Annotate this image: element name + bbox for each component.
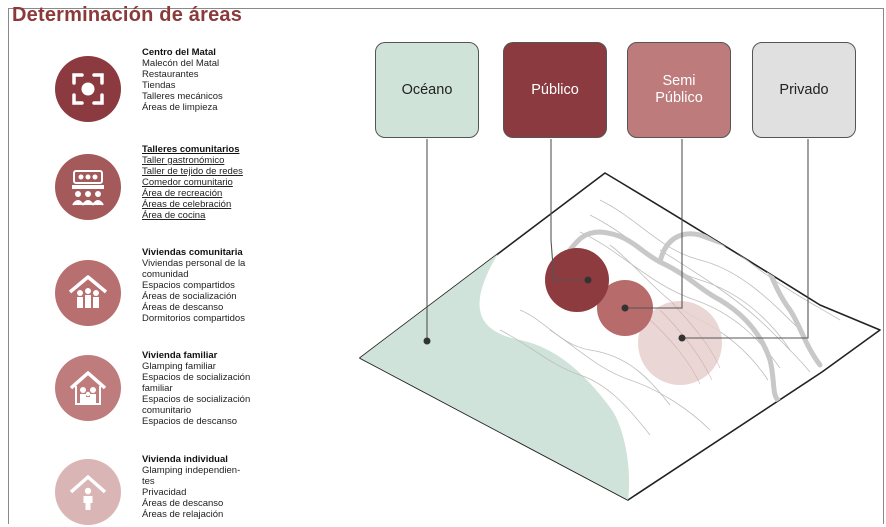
category-box-publico: Público [503, 42, 607, 138]
zone-item: comunitario [142, 405, 192, 416]
category-label: Semi Público [655, 73, 703, 106]
zone-item: Comedor comunitario [142, 177, 233, 188]
focus-frame-icon [72, 73, 104, 105]
zone-item: Glamping familiar [142, 361, 216, 372]
page-title: Determinación de áreas [12, 4, 243, 26]
single-person-house-icon [69, 475, 107, 510]
leader-lines [426, 139, 809, 341]
category-label: Privado [779, 81, 829, 98]
zone-item: Áreas de descanso [142, 302, 224, 313]
ocean-point [423, 337, 431, 345]
zone-heading: Viviendas comunitaria [142, 247, 243, 258]
category-box-semi-publico: Semi Público [627, 42, 731, 138]
zone-item: Áreas de descanso [142, 498, 224, 509]
zone-item: Áreas de limpieza [142, 102, 218, 113]
community-workshop-icon [72, 170, 104, 206]
zone-item: Privacidad [142, 487, 187, 498]
category-box-privado: Privado [752, 42, 856, 138]
zone-item: Talleres mecánicos [142, 91, 223, 102]
family-house-icon [69, 371, 107, 405]
zone-item: Glamping independien- [142, 465, 241, 476]
zone-item: Dormitorios compartidos [142, 313, 245, 324]
zone-circle [55, 154, 121, 220]
zone-item: Taller gastronómico [142, 155, 225, 166]
semi-public-point [621, 304, 629, 312]
zone-item: Espacios compartidos [142, 280, 235, 291]
zone-circle [55, 355, 121, 421]
zone-item: Áreas de celebración [142, 199, 232, 210]
zone-item: Restaurantes [142, 69, 199, 80]
zone-heading: Vivienda familiar [142, 350, 218, 361]
zone-item: Malecón del Matal [142, 58, 220, 69]
category-label: Público [531, 81, 579, 98]
category-label: Océano [401, 81, 453, 98]
zone-item: Área de cocina [142, 210, 206, 221]
public-point [584, 276, 592, 284]
zone-item: comunidad [142, 269, 189, 280]
private-area-hatch [647, 302, 721, 385]
zone-item: Tiendas [142, 80, 176, 91]
zone-circle [55, 459, 121, 525]
zone-heading: Talleres comunitarios [142, 144, 240, 155]
zone-item: Viviendas personal de la [142, 258, 246, 269]
zone-item: Áreas de socialización [142, 291, 237, 302]
zone-item: Espacios de socialización [142, 394, 251, 405]
zone-item: Área de recreación [142, 188, 223, 199]
category-box-oceano: Océano [375, 42, 479, 138]
zone-item: familiar [142, 383, 173, 394]
zone-item: Espacios de descanso [142, 416, 238, 427]
semi-private-area [638, 301, 722, 385]
figure-frame [8, 8, 884, 524]
zone-item: Espacios de socialización [142, 372, 251, 383]
zone-heading: Vivienda individual [142, 454, 228, 465]
zone-item: tes [142, 476, 155, 487]
private-point [678, 334, 686, 342]
community-housing-icon [68, 275, 108, 308]
zone-item: Taller de tejido de redes [142, 166, 243, 177]
zone-item: Áreas de relajación [142, 509, 224, 520]
zone-circle [55, 56, 121, 122]
zone-circle [55, 260, 121, 326]
zone-heading: Centro del Matal [142, 47, 216, 58]
